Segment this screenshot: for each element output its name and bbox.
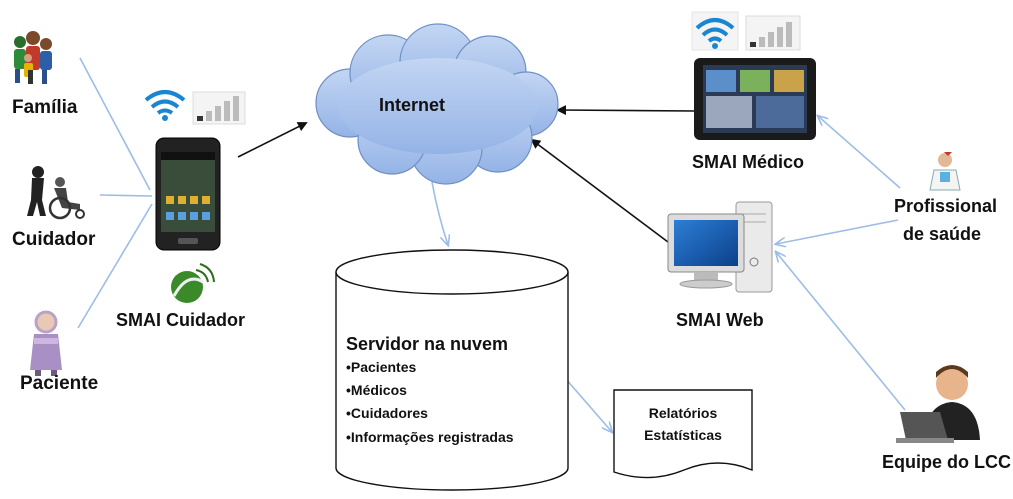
internet-to-server-arrow [431, 181, 448, 245]
cuidador-label: Cuidador [12, 229, 96, 250]
family-icon [14, 31, 52, 84]
signal-bars-icon [192, 91, 246, 125]
phone-to-internet-arrow [237, 122, 308, 158]
equipe-to-web-arrow [776, 252, 906, 411]
server-item: •Pacientes [346, 359, 416, 375]
server-item: •Informações registradas [346, 429, 514, 445]
profissional-label-line2: de saúde [903, 224, 981, 244]
wifi-icon [144, 90, 186, 121]
server-item: •Cuidadores [346, 405, 428, 421]
wifi-icon [691, 11, 739, 51]
report-document [613, 389, 753, 479]
internet-label: Internet [379, 95, 445, 115]
profissional-to-web-arrow [776, 219, 899, 244]
cuidador-to-phone-line [99, 194, 153, 197]
server-to-report-arrow [564, 377, 612, 432]
blue-connectors [77, 57, 906, 432]
patient-elderly-icon [30, 310, 62, 376]
satellite-dish-icon [171, 263, 215, 303]
server-item: •Médicos [346, 382, 407, 398]
cloud-server-cylinder [335, 249, 569, 491]
smai-medico-label: SMAI Médico [692, 152, 804, 172]
web-to-internet-arrow [530, 138, 669, 243]
paciente-to-phone-line [77, 203, 153, 329]
desktop-computer-icon [667, 201, 773, 293]
equipe-label: Equipe do LCC [882, 452, 1011, 472]
black-arrows [237, 105, 695, 243]
internet-cloud: Internet [315, 23, 559, 185]
paciente-label: Paciente [20, 373, 98, 394]
smai-cuidador-label: SMAI Cuidador [116, 310, 245, 330]
report-line-1: Relatórios [649, 405, 718, 421]
familia-to-phone-line [79, 57, 151, 191]
caregiver-wheelchair-icon [27, 166, 85, 220]
familia-label: Família [12, 97, 78, 118]
smai-web-label: SMAI Web [676, 310, 764, 330]
signal-bars-icon [745, 15, 801, 51]
profissional-to-tablet-arrow [818, 116, 901, 189]
team-person-laptop-icon [896, 365, 980, 443]
health-professional-icon [929, 152, 961, 191]
tablet-icon [694, 58, 816, 140]
tablet-to-internet-arrow [556, 105, 695, 116]
server-title: Servidor na nuvem [346, 334, 508, 354]
smartphone-icon [155, 137, 221, 251]
profissional-label-line1: Profissional [894, 196, 997, 216]
report-line-2: Estatísticas [644, 427, 722, 443]
